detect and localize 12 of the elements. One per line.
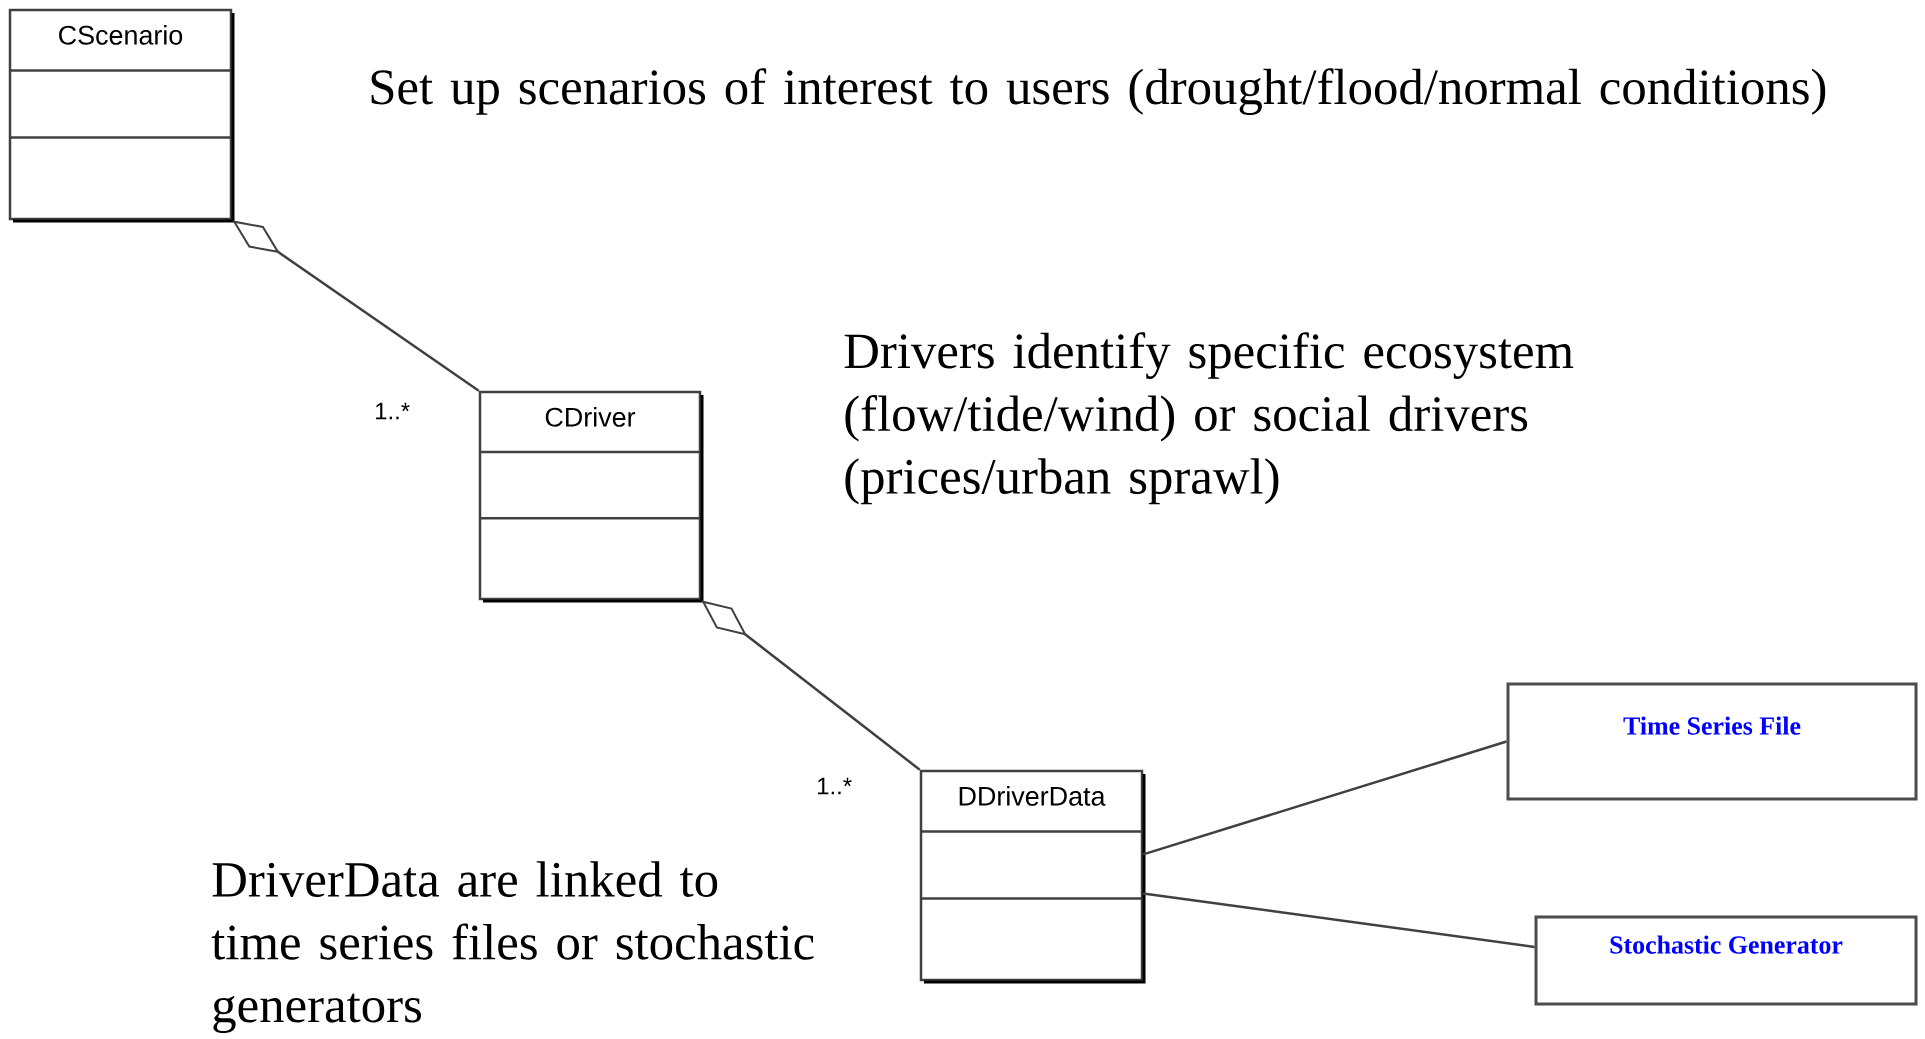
multiplicity-label: 1..* [376, 402, 410, 420]
association-line [1143, 892, 1535, 949]
class-box: CDriver [478, 390, 704, 603]
class-box: DDriverData [919, 769, 1146, 984]
multiplicity-label: 1..* [818, 777, 852, 795]
association-line [1142, 740, 1507, 856]
class-box: CScenario [8, 8, 235, 223]
class-box: Time Series File [1506, 682, 1918, 801]
note-text: DriverData are linked to time series files or stochastic generators [211, 861, 814, 1033]
class-box: Stochastic Generator [1534, 915, 1918, 1006]
note-text: Set up scenarios of interest to users (drought/flood/normal conditions) [371, 68, 1826, 115]
note-text: Drivers identify specific ecosystem (flow/tide/wind) or social drivers (prices/urban sprawl) [844, 332, 1574, 505]
